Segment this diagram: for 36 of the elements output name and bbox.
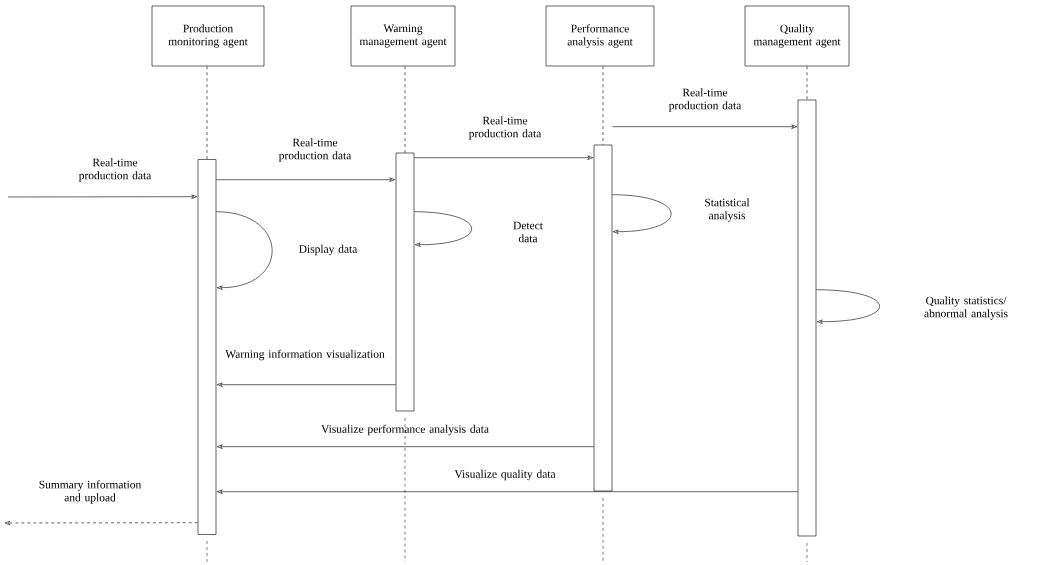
message-label: Real-time production data [78,158,152,182]
activation-bar [395,152,415,412]
message-arrow [216,444,594,449]
message-label: Real-time production data [278,138,352,162]
activation-bar [593,144,613,492]
lifeline [206,66,208,160]
message-arrow [4,520,198,526]
self-message-arrow [216,211,273,290]
message-label: Warning information visualization [225,349,385,361]
agent-box: Warning management agent [350,5,456,67]
message-arrow [7,194,198,199]
message-label: Real-time production data [468,116,542,140]
self-message-arrow [414,211,472,247]
self-message-arrow [612,194,672,234]
message-label: Quality statistics/ abnormal analysis [924,296,1008,320]
agent-box: Quality management agent [744,5,850,67]
message-label: Visualize performance analysis data [321,424,489,436]
lifeline [602,66,604,145]
lifeline [404,66,406,153]
activation-bar [797,99,817,537]
message-arrow [216,177,396,182]
message-label: Summary information and upload [39,480,142,504]
message-arrow [216,382,396,387]
message-label: Statistical analysis [705,198,750,222]
message-label: Display data [299,244,358,256]
message-label: Detect data [513,221,543,243]
self-message-arrow [816,289,880,324]
agent-box: Performance analysis agent [545,5,655,67]
message-label: Real-time production data [668,88,742,112]
message-arrow [414,155,594,160]
message-label: Visualize quality data [454,469,556,481]
lifeline [806,66,808,100]
message-arrow [612,124,798,129]
activation-bar [197,159,217,535]
agent-box: Production monitoring agent [151,5,265,67]
message-arrow [216,489,798,494]
